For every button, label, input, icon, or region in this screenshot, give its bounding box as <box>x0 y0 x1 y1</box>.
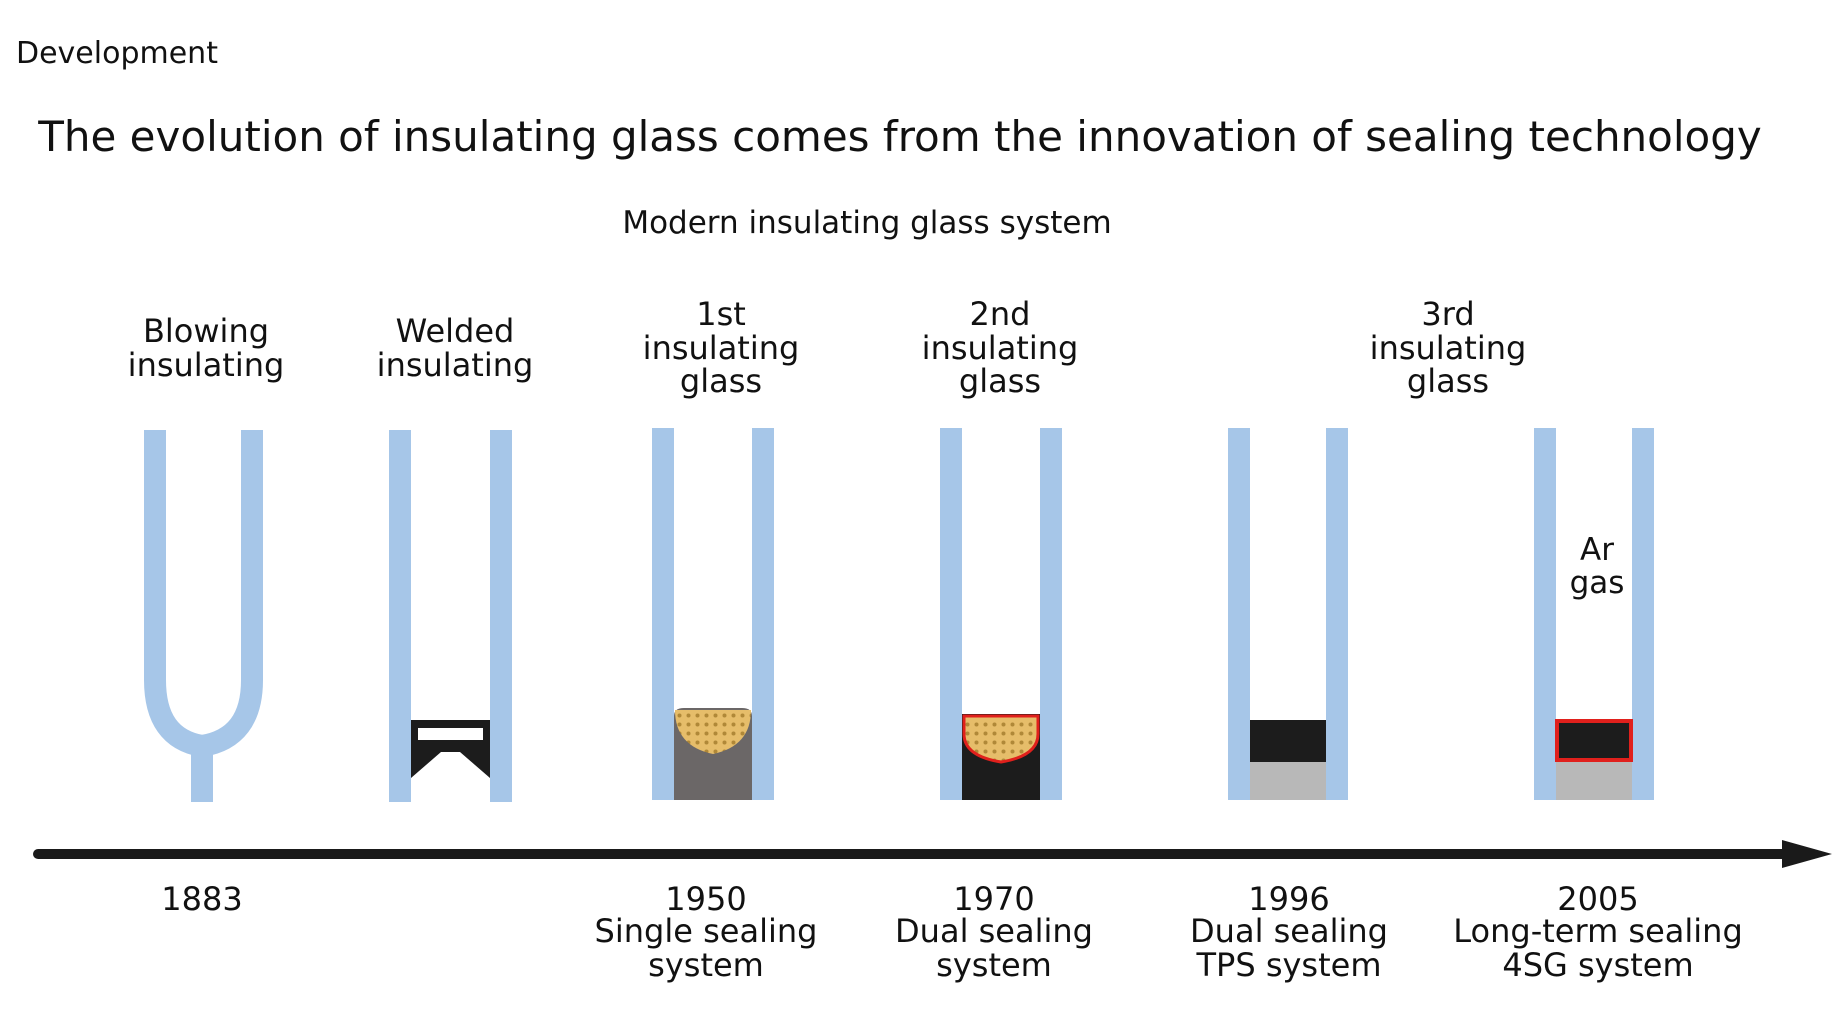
first-generation-unit <box>652 428 774 800</box>
glass-pane-left <box>1228 428 1250 800</box>
system-label-dual-sealing: Dual sealing system <box>895 912 1093 984</box>
glass-pane-right <box>752 428 774 800</box>
desiccant-fill <box>675 710 751 754</box>
glass-pane-right <box>1040 428 1062 800</box>
tps-system-unit <box>1228 428 1348 800</box>
stage-label-blowing: Blowing insulating <box>127 312 285 384</box>
year-label-1883: 1883 <box>161 880 243 918</box>
4sg-spacer <box>1557 721 1631 760</box>
blown-glass-u-shape <box>144 430 263 758</box>
glass-pane-right <box>1632 428 1654 800</box>
glass-pane-left <box>1534 428 1556 800</box>
system-label-4sg: Long-term sealing 4SG system <box>1453 912 1743 984</box>
glass-pane-right <box>1326 428 1348 800</box>
stage-label-first-generation: 1st insulating glass <box>642 295 800 401</box>
stage-label-second-generation: 2nd insulating glass <box>921 295 1079 401</box>
glass-pane-left <box>389 430 411 802</box>
year-label-1970: 1970 <box>953 880 1035 918</box>
blowing-insulating-unit <box>144 430 263 802</box>
glass-pane-left <box>940 428 962 800</box>
4sg-secondary-seal <box>1556 762 1632 800</box>
tps-secondary-seal <box>1250 762 1326 800</box>
4sg-red-outline <box>1555 719 1633 762</box>
stage-label-third-generation: 3rd insulating glass <box>1369 295 1527 401</box>
system-label-tps: Dual sealing TPS system <box>1190 912 1388 984</box>
second-generation-unit <box>940 428 1062 800</box>
page-title: The evolution of insulating glass comes … <box>38 112 1762 161</box>
welded-insulating-unit <box>389 430 512 802</box>
4sg-system-unit <box>1534 428 1654 800</box>
stage-label-welded: Welded insulating <box>376 312 534 384</box>
system-label-single-sealing: Single sealing system <box>594 912 818 984</box>
year-label-1950: 1950 <box>665 880 747 918</box>
timeline-arrow <box>33 840 1832 868</box>
desiccant-with-primary-seal <box>962 714 1040 764</box>
blown-glass-stem <box>191 744 213 802</box>
modern-system-heading: Modern insulating glass system <box>622 205 1112 241</box>
argon-gas-label: Ar gas <box>1569 532 1625 601</box>
timeline-arrowhead <box>1782 840 1832 868</box>
year-label-2005: 2005 <box>1557 880 1639 918</box>
tps-spacer <box>1250 720 1326 762</box>
year-label-1996: 1996 <box>1248 880 1330 918</box>
glass-pane-left <box>652 428 674 800</box>
section-label: Development <box>16 36 218 71</box>
welded-seal-gap <box>418 728 483 740</box>
glass-pane-right <box>490 430 512 802</box>
